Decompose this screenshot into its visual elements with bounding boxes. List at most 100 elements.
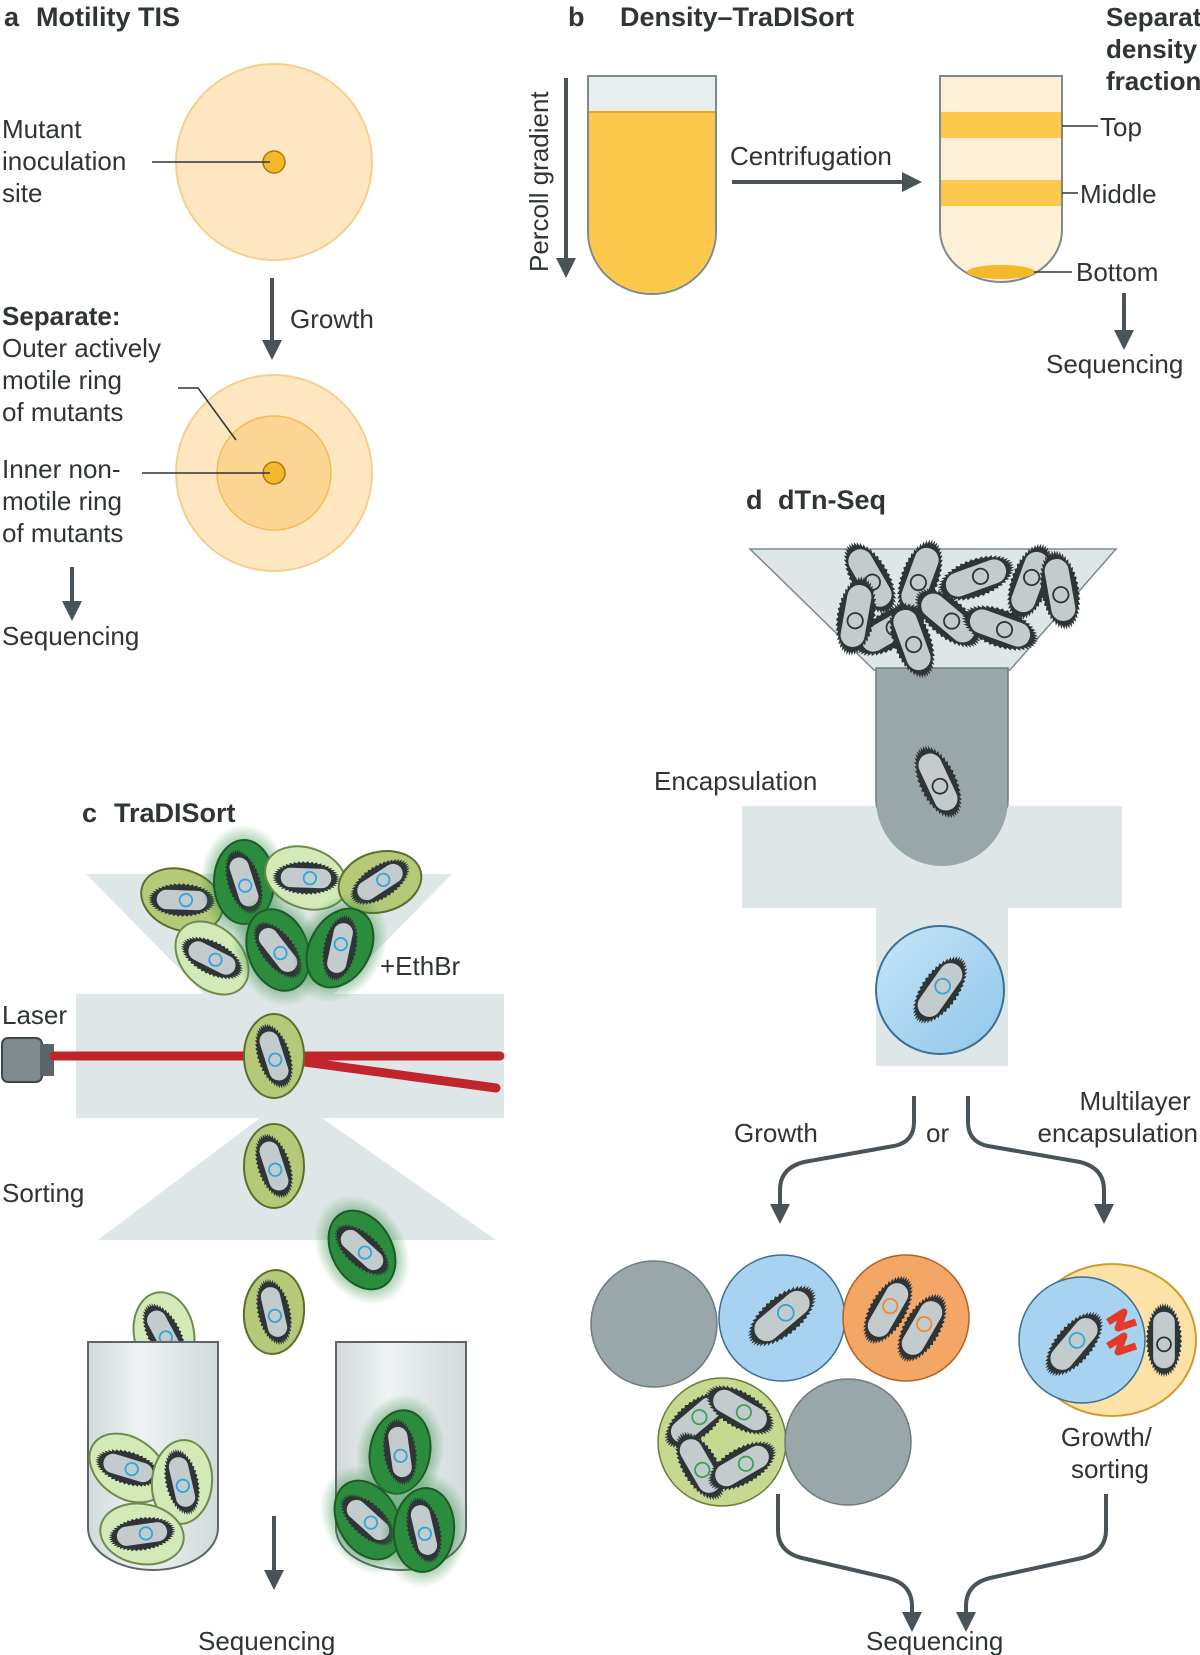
stained-cell [264,845,348,911]
growth-branch-arrow [770,1096,916,1224]
panel-a: a Motility TIS Mutant inoculation site G… [2,2,374,651]
dna-marker [909,573,927,592]
bacterium [148,883,216,917]
interaction-bolt-2 [1106,1332,1138,1356]
panel-b: b Density–TraDISort Percoll gradient Cen… [524,2,1200,379]
empty-droplet-2 [784,1378,912,1506]
fraction-bottom-label: Bottom [1076,257,1158,287]
percoll-gradient-label: Percoll gradient [524,91,554,272]
panel-a-letter: a [4,2,20,32]
input-cell-population [140,824,423,1007]
dna-marker [376,872,391,888]
dna-marker [138,1526,154,1541]
library-bacterium [889,601,935,679]
bacterium-body [891,608,933,672]
dna-marker [417,1526,433,1541]
dna-marker [393,1448,408,1464]
bacterium-body [711,1388,769,1432]
bacterium [254,1133,294,1199]
dna-marker [178,892,194,908]
panel-c-title: TraDISort [114,798,236,828]
dna-marker [268,1162,283,1177]
outer-layer-bacterium [1145,1303,1183,1378]
droplet-cells [664,1275,1183,1501]
stained-cell [174,920,250,996]
or-label: or [926,1118,949,1148]
dna-marker [208,952,223,967]
band-top [941,112,1061,138]
library-cells [835,539,1081,819]
dna-marker [905,635,923,654]
library-bacterium [961,605,1039,651]
collected-dark-cell [379,1472,469,1588]
bacterium [108,1516,176,1552]
bacterium-body [339,1228,385,1272]
bacterium-body [916,751,960,813]
outer-ring-label: Outer actively motile ring of mutants [2,333,168,427]
separate-label: Separate: [2,301,121,331]
collected-light-cell [150,1439,214,1525]
laser-nozzle [40,1044,54,1076]
cell-falling [242,1269,306,1355]
band-bottom [967,265,1035,279]
sequencing-label-c: Sequencing [198,1626,335,1655]
bacterium-body [167,1455,197,1509]
bacterium-body [409,1503,439,1557]
dna-marker [943,612,961,630]
bacterium-body [944,557,1008,599]
bacterium [163,1448,201,1516]
bacterium-body [1151,1310,1177,1370]
dna-marker [1156,1336,1172,1353]
dna-marker [238,878,253,893]
separated-tube [939,75,1063,283]
interaction-bolt-1 [1106,1308,1138,1332]
stained-cell [292,893,388,1003]
green-droplet-bacterium [707,1441,777,1491]
library-bacterium [843,541,897,615]
bacterium [405,1496,443,1564]
library-bacterium [1039,550,1081,630]
dna-marker [1068,1332,1086,1349]
fraction-middle-label: Middle [1080,179,1157,209]
laser-source [1,1037,43,1083]
library-bacterium [1007,543,1053,621]
panel-a-title: Motility TIS [36,2,180,32]
bacterium-body [1043,557,1077,623]
fractions-title: Separate density fractions: [1106,2,1200,96]
sequencing-arrow-d-right [956,1494,1108,1632]
orange-droplet [842,1254,970,1382]
sequencing-arrow-d-left [776,1494,922,1632]
dna-marker [846,612,864,630]
bacterium [334,1224,390,1276]
cell-in-laser [243,1013,305,1099]
dna-marker [363,1515,379,1530]
bacterium-body [186,939,238,977]
bacterium-being-encapsulated [914,745,962,819]
panel-b-letter: b [568,2,585,32]
bacterium-body [1048,1316,1100,1372]
orange-droplet-bacterium [863,1275,913,1345]
collected-light-cell [99,1502,185,1566]
growth-label-d: Growth [734,1118,818,1148]
multilayer-branch-arrow [966,1096,1114,1224]
encapsulation-label: Encapsulation [654,766,817,796]
dna-marker [776,1303,795,1322]
dna-marker [1023,568,1041,587]
centrifugation-label: Centrifugation [730,141,892,171]
dna-marker [916,1316,933,1333]
growth-sorting-label: Growth/ sorting [1061,1422,1159,1484]
library-bacterium [937,555,1015,601]
bacterium-body [900,1299,944,1357]
bacterium-body [259,1285,289,1339]
dna-marker [302,870,318,886]
green-droplet-bacterium [705,1385,775,1435]
bacterium-body [386,1425,414,1479]
bacterium [382,1418,418,1486]
dna-marker [268,1052,283,1067]
inner-ring-label: Inner non- motile ring of mutants [2,454,129,548]
cell-passing [243,1123,305,1209]
dna-marker [737,1455,754,1472]
panel-d-title: dTn-Seq [778,485,886,515]
bacterium [180,936,244,980]
